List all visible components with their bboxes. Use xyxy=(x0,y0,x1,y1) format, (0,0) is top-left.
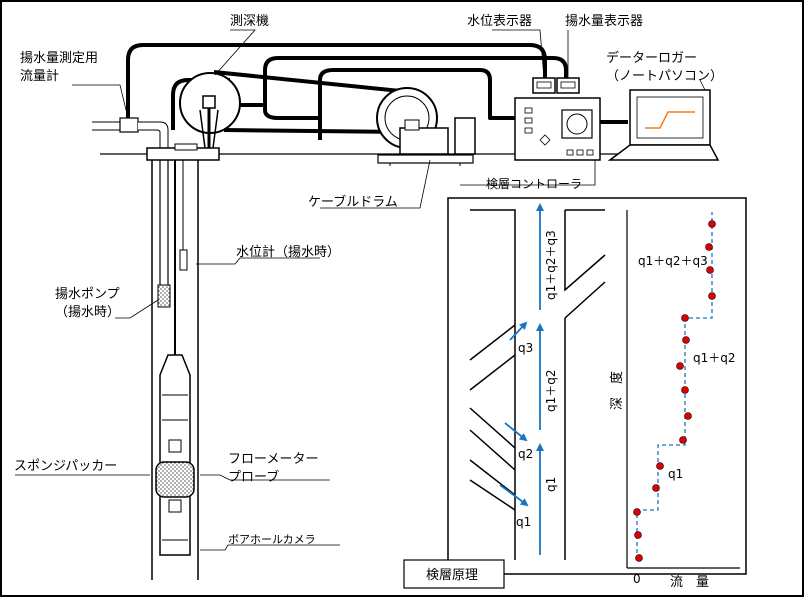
graph-label-q1q2: q1＋q2 xyxy=(693,351,736,365)
label-camera: ボアホールカメラ xyxy=(228,533,316,546)
arrow-q1 xyxy=(499,484,529,507)
label-pump-rate-display: 揚水量表示器 xyxy=(565,13,643,29)
laptop xyxy=(607,89,720,161)
label-probe-1: フローメーター xyxy=(228,452,318,467)
label-cable-drum: ケーブルドラム xyxy=(308,194,398,210)
flow-axis-label: 流 量 xyxy=(670,575,709,590)
leader-lines xyxy=(15,29,706,551)
flow-label-q1: q1 xyxy=(516,515,531,529)
label-depth-meter: 測深機 xyxy=(230,14,269,29)
cable-drum xyxy=(376,87,476,166)
principle-title: 検層原理 xyxy=(426,568,478,583)
flow-label-q3: q3 xyxy=(518,341,533,355)
depth-axis-label: 深 度 xyxy=(609,371,625,410)
graph-points xyxy=(633,220,716,562)
label-water-level-gauge: 水位計（揚水時） xyxy=(236,244,340,260)
label-layer-controller: 検層コントローラ xyxy=(486,177,582,191)
graph-label-q1q2q3: q1＋q2＋q3 xyxy=(638,254,708,268)
layer-controller-box xyxy=(514,77,601,161)
label-probe-2: プローブ xyxy=(228,469,279,485)
arrow-q2 xyxy=(504,422,528,442)
label-data-logger-1: データーロガー xyxy=(606,50,697,66)
graph-origin: 0 xyxy=(633,572,641,586)
label-pump-1: 揚水ポンプ xyxy=(55,286,120,302)
label-data-logger-2: （ノートパソコン） xyxy=(606,69,723,84)
label-packer: スポンジパッカー xyxy=(14,459,117,474)
surface-flowmeter xyxy=(92,117,169,149)
cum-label-q1q2q3: q1＋q2＋q3 xyxy=(544,230,558,300)
cum-label-q1: q1 xyxy=(544,477,558,492)
depth-meter-wheel xyxy=(179,72,241,149)
arrow-q3 xyxy=(509,321,528,341)
flow-label-q2: q2 xyxy=(518,447,533,461)
borehole xyxy=(151,160,199,580)
label-water-level-display: 水位表示器 xyxy=(467,14,532,29)
graph-label-q1: q1 xyxy=(668,467,683,481)
principle-panel xyxy=(403,197,747,589)
cum-label-q1q2: q1＋q2 xyxy=(544,369,558,412)
label-flowmeter-1: 揚水量測定用 xyxy=(20,50,98,66)
label-pump-2: （揚水時） xyxy=(55,304,120,320)
label-flowmeter-2: 流量計 xyxy=(20,68,59,84)
cables xyxy=(126,43,628,140)
